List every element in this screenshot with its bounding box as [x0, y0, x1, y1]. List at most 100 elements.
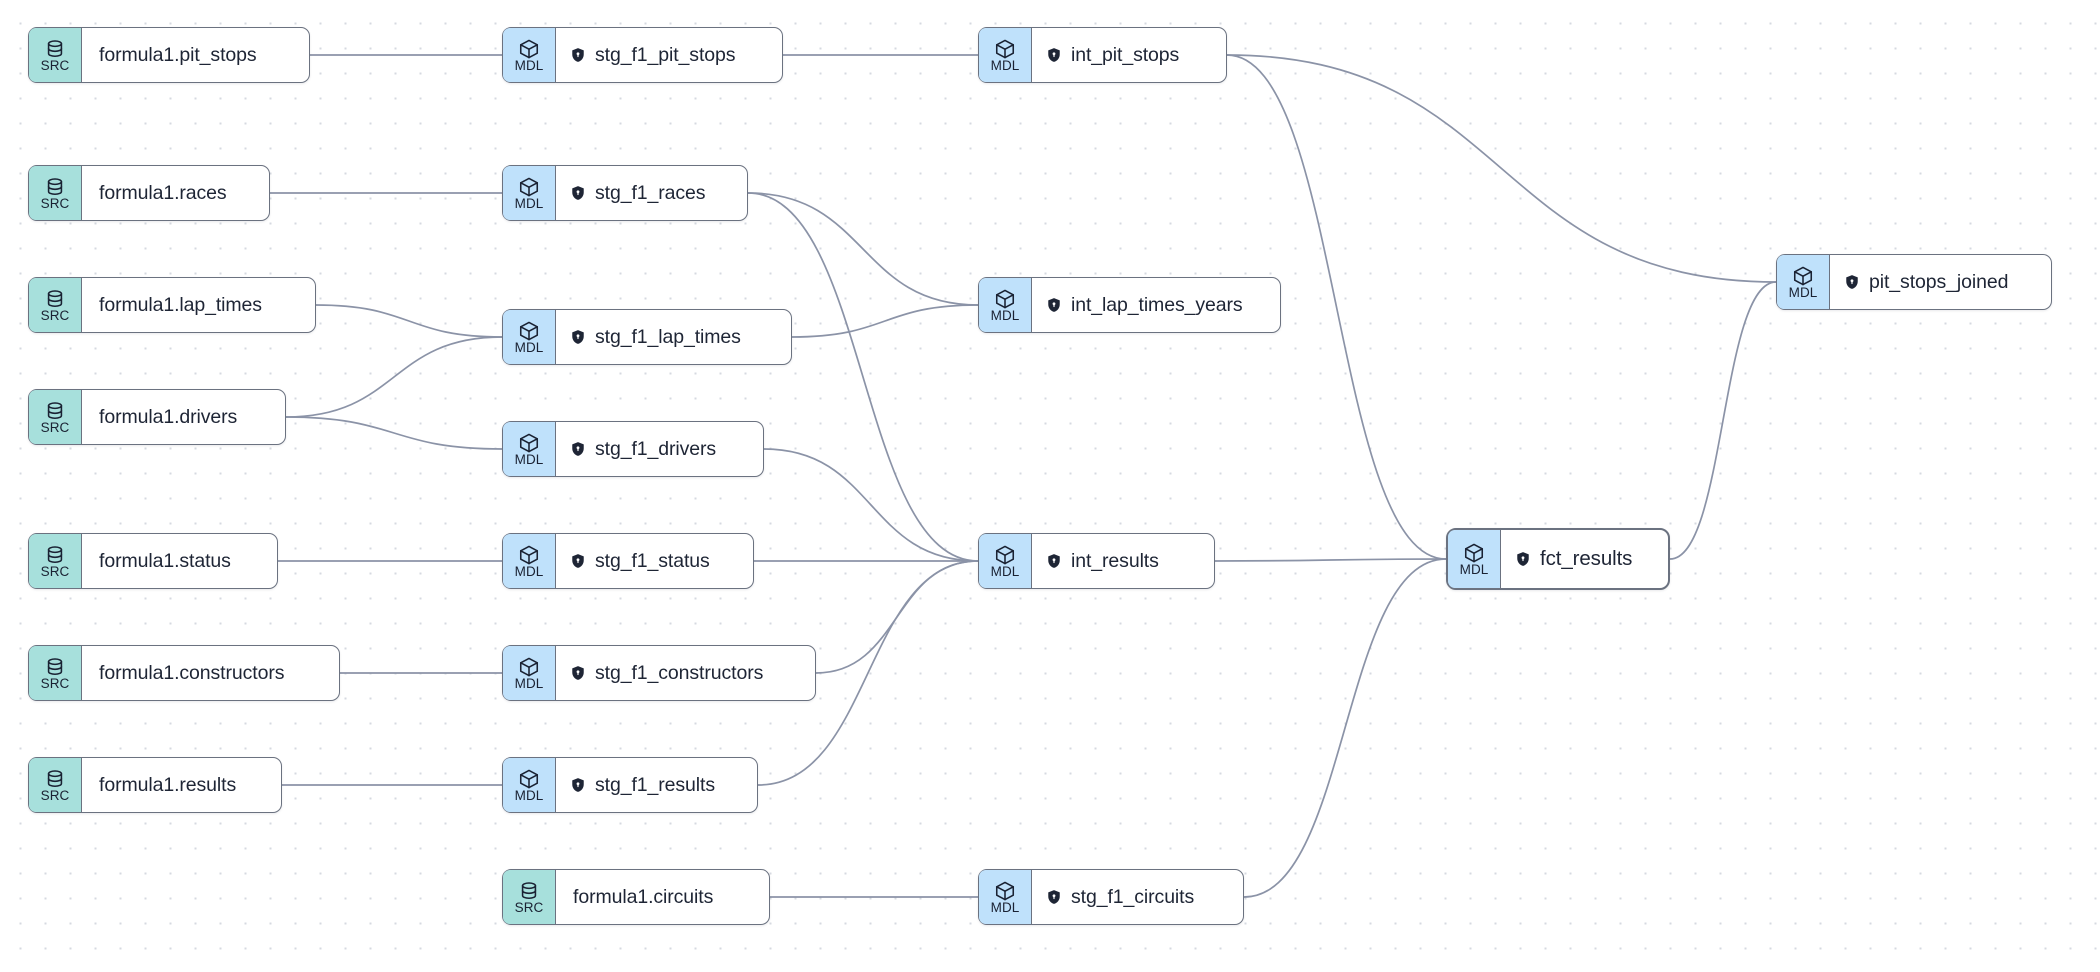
node-body: stg_f1_lap_times: [556, 310, 757, 364]
node-fct_results[interactable]: MDL fct_results: [1446, 528, 1670, 590]
node-badge-mdl: MDL: [503, 422, 556, 476]
node-src_circuits[interactable]: SRC formula1.circuits: [502, 869, 770, 925]
node-stg_status[interactable]: MDL stg_f1_status: [502, 533, 754, 589]
shield-lock-icon: [572, 778, 584, 792]
node-label: int_lap_times_years: [1071, 293, 1243, 316]
node-body: formula1.results: [82, 758, 254, 812]
node-label: fct_results: [1540, 547, 1633, 570]
shield-lock-icon: [1048, 298, 1060, 312]
node-label: formula1.constructors: [99, 661, 285, 684]
node-badge-mdl: MDL: [979, 870, 1032, 924]
node-label: formula1.lap_times: [99, 293, 262, 316]
node-badge-label: MDL: [514, 787, 544, 803]
node-badge-mdl: MDL: [503, 28, 556, 82]
node-body: int_results: [1032, 534, 1175, 588]
node-body: formula1.constructors: [82, 646, 302, 700]
cube-icon: [995, 39, 1015, 58]
shield-lock-icon: [572, 666, 584, 680]
cube-icon: [995, 289, 1015, 308]
node-int_pit_stops[interactable]: MDL int_pit_stops: [978, 27, 1227, 83]
edge-src_drivers-to-stg_lap_times: [285, 336, 503, 418]
edge-src_drivers-to-stg_drivers: [285, 416, 503, 450]
database-icon: [47, 657, 63, 675]
node-badge-src: SRC: [29, 166, 82, 220]
node-label: stg_f1_drivers: [595, 437, 717, 460]
node-label: formula1.circuits: [573, 885, 714, 908]
node-badge-label: SRC: [40, 675, 70, 691]
shield-lock-icon: [572, 442, 584, 456]
node-label: stg_f1_results: [595, 773, 715, 796]
edge-src_lap_times-to-stg_lap_times: [315, 304, 503, 338]
node-int_lap_times_years[interactable]: MDL int_lap_times_years: [978, 277, 1281, 333]
cube-icon: [519, 177, 539, 196]
edge-stg_lap_times-to-int_lap_times_years: [791, 304, 979, 338]
edge-int_pit_stops-to-pit_stops_joined: [1226, 54, 1777, 283]
node-badge-label: MDL: [514, 195, 544, 211]
node-stg_drivers[interactable]: MDL stg_f1_drivers: [502, 421, 764, 477]
node-src_lap_times[interactable]: SRC formula1.lap_times: [28, 277, 316, 333]
shield-lock-icon: [1846, 275, 1858, 289]
node-badge-label: MDL: [990, 307, 1020, 323]
database-icon: [47, 39, 63, 57]
node-src_races[interactable]: SRC formula1.races: [28, 165, 270, 221]
node-badge-mdl: MDL: [1448, 530, 1501, 588]
node-body: formula1.status: [82, 534, 249, 588]
node-badge-label: MDL: [514, 339, 544, 355]
node-badge-mdl: MDL: [503, 758, 556, 812]
node-body: formula1.pit_stops: [82, 28, 275, 82]
node-badge-label: MDL: [990, 899, 1020, 915]
node-stg_pit_stops[interactable]: MDL stg_f1_pit_stops: [502, 27, 783, 83]
node-badge-mdl: MDL: [503, 534, 556, 588]
node-stg_results[interactable]: MDL stg_f1_results: [502, 757, 758, 813]
node-badge-label: SRC: [40, 57, 70, 73]
node-src_constructors[interactable]: SRC formula1.constructors: [28, 645, 340, 701]
node-label: formula1.pit_stops: [99, 43, 257, 66]
node-body: fct_results: [1501, 530, 1648, 588]
node-body: stg_f1_races: [556, 166, 721, 220]
node-badge-label: MDL: [514, 451, 544, 467]
shield-lock-icon: [572, 330, 584, 344]
edge-stg_races-to-int_results: [747, 192, 979, 562]
shield-lock-icon: [572, 554, 584, 568]
cube-icon: [519, 545, 539, 564]
node-label: int_pit_stops: [1071, 43, 1180, 66]
node-badge-src: SRC: [503, 870, 556, 924]
cube-icon: [1793, 266, 1813, 285]
cube-icon: [1464, 543, 1484, 562]
node-badge-label: MDL: [514, 563, 544, 579]
node-badge-mdl: MDL: [979, 278, 1032, 332]
node-stg_races[interactable]: MDL stg_f1_races: [502, 165, 748, 221]
node-badge-mdl: MDL: [1777, 255, 1830, 309]
edge-int_results-to-fct_results: [1214, 558, 1447, 562]
node-label: stg_f1_lap_times: [595, 325, 741, 348]
node-badge-src: SRC: [29, 390, 82, 444]
node-badge-src: SRC: [29, 278, 82, 332]
node-badge-mdl: MDL: [979, 28, 1032, 82]
node-label: stg_f1_status: [595, 549, 710, 572]
node-badge-label: SRC: [40, 195, 70, 211]
database-icon: [521, 881, 537, 899]
node-stg_lap_times[interactable]: MDL stg_f1_lap_times: [502, 309, 792, 365]
cube-icon: [519, 769, 539, 788]
database-icon: [47, 545, 63, 563]
node-badge-mdl: MDL: [503, 310, 556, 364]
node-src_pit_stops[interactable]: SRC formula1.pit_stops: [28, 27, 310, 83]
node-label: formula1.races: [99, 181, 227, 204]
database-icon: [47, 177, 63, 195]
shield-lock-icon: [1048, 554, 1060, 568]
node-body: int_pit_stops: [1032, 28, 1195, 82]
node-body: stg_f1_status: [556, 534, 726, 588]
node-body: int_lap_times_years: [1032, 278, 1259, 332]
node-label: stg_f1_pit_stops: [595, 43, 736, 66]
node-badge-mdl: MDL: [503, 166, 556, 220]
cube-icon: [995, 545, 1015, 564]
